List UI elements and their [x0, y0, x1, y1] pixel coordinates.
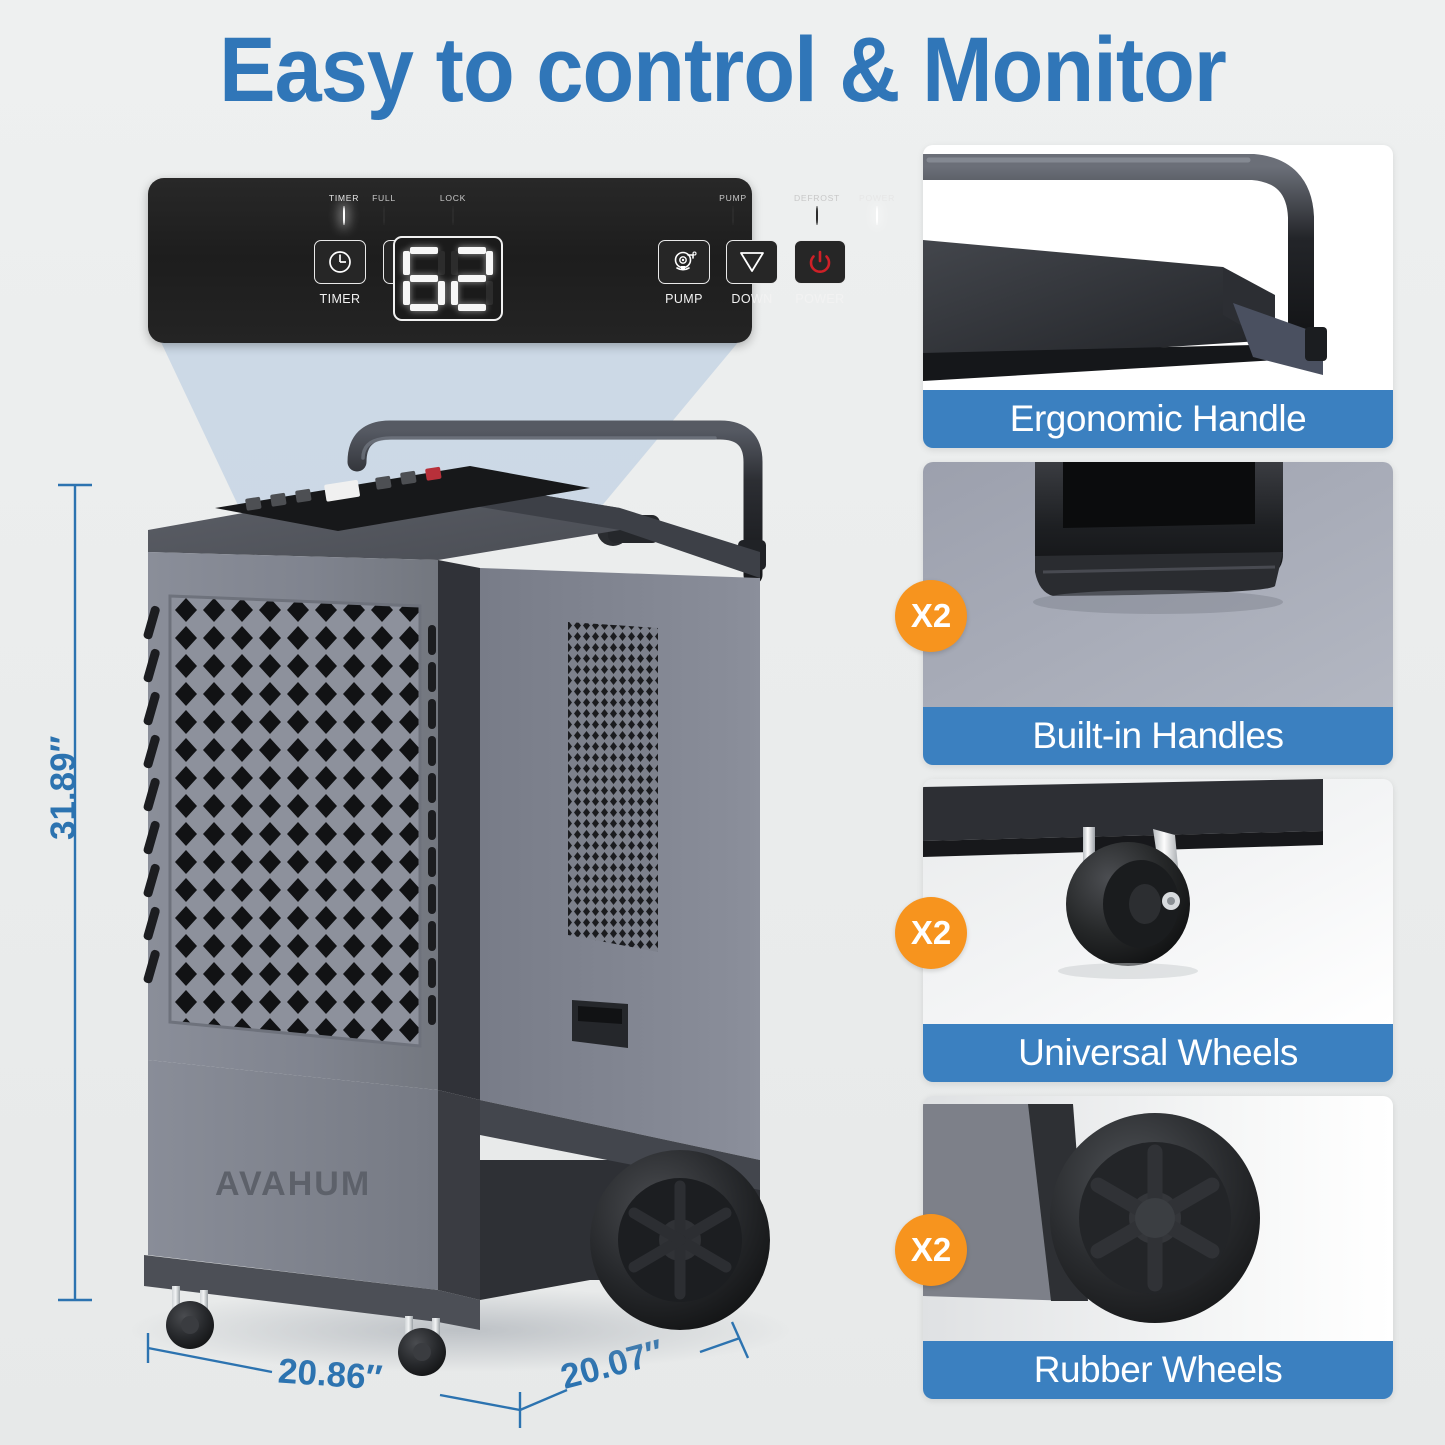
lower-front-edge — [438, 1090, 480, 1300]
handle-tube — [923, 154, 1314, 358]
feature-card-label: Built-in Handles — [923, 707, 1393, 765]
led-power: POWER — [845, 193, 909, 225]
feature-card-ergonomic-handle[interactable]: Ergonomic Handle — [923, 145, 1393, 448]
pump-button-box[interactable] — [658, 240, 710, 284]
dehumidifier-product-image: AVAHUM — [130, 420, 790, 1376]
lip-highlight — [1042, 565, 1276, 574]
down-button-box[interactable] — [726, 240, 778, 284]
led-lock: LOCK — [421, 193, 485, 225]
builtin-handle-image — [923, 462, 1393, 707]
led-dot — [876, 206, 878, 225]
down-button[interactable]: DOWN — [723, 240, 781, 306]
feature-card-label: Ergonomic Handle — [923, 390, 1393, 448]
machine-top-edge — [923, 345, 1278, 381]
caster-front-right — [398, 1316, 446, 1376]
led-dot — [732, 206, 734, 225]
clock-icon — [329, 251, 351, 273]
led-dot — [452, 206, 454, 225]
caster-hub-center — [1129, 884, 1161, 924]
builtin-handle-cavity — [578, 1006, 622, 1024]
display-digit-tens — [403, 246, 445, 311]
front-mesh-grille — [170, 596, 420, 1046]
side-vent-slots — [143, 605, 160, 984]
machine-body-sliver — [1233, 303, 1323, 375]
handle-highlight — [361, 436, 717, 460]
wheel-center-cap — [1135, 1198, 1175, 1238]
led-pump: PUMP — [701, 193, 765, 225]
led-indicator-row: TIMER FULL LOCK PUMP DEFROST POWER — [148, 193, 894, 235]
caster-front-left — [166, 1286, 214, 1349]
axle-bolt-center — [1167, 897, 1175, 905]
led-dot — [383, 206, 385, 225]
grille-frame — [168, 594, 422, 1048]
feature-card-builtin-handles[interactable]: X2 — [895, 462, 1393, 765]
led-dot — [343, 206, 345, 225]
led-timer: TIMER — [312, 193, 376, 225]
quantity-badge-x2: X2 — [895, 1214, 967, 1286]
feature-card-label: Rubber Wheels — [923, 1341, 1393, 1399]
control-panel: TIMER FULL LOCK PUMP DEFROST POWER — [148, 178, 894, 343]
front-edge-trim — [438, 560, 480, 1100]
feature-card-label: Universal Wheels — [923, 1024, 1393, 1082]
machine-top-surface — [923, 240, 1275, 363]
feature-card-universal-wheels[interactable]: X2 — [895, 779, 1393, 1082]
ergonomic-handle-image — [923, 145, 1393, 390]
rubber-wheel-image — [923, 1096, 1393, 1341]
lower-front-panel — [148, 1060, 438, 1290]
led-defrost: DEFROST — [785, 193, 849, 225]
page-title: Easy to control & Monitor — [219, 19, 1227, 121]
wheel-shadow — [1058, 963, 1198, 979]
display-digit-ones — [451, 246, 493, 311]
power-button-box[interactable] — [794, 240, 846, 284]
quantity-badge-x2: X2 — [895, 580, 967, 652]
led-full: FULL — [352, 193, 416, 225]
handle-shadow — [1033, 590, 1283, 614]
power-button[interactable]: POWER — [791, 240, 849, 306]
brand-logo: AVAHUM — [215, 1165, 371, 1203]
rear-rubber-wheel — [590, 1150, 770, 1330]
side-mesh-vent — [568, 622, 658, 952]
feature-card-rubber-wheels[interactable]: X2 — [895, 1096, 1393, 1399]
quantity-badge-x2: X2 — [895, 897, 967, 969]
caster-wheel-image — [923, 779, 1393, 1024]
handle-mount-bracket — [1305, 327, 1327, 361]
led-dot — [816, 206, 818, 225]
handle-cavity — [1063, 462, 1255, 528]
feature-card-list: Ergonomic Handle X2 — [895, 145, 1393, 1413]
handle-lower-lip — [1035, 552, 1283, 596]
right-vent-slots — [428, 625, 436, 1025]
pump-button[interactable]: PUMP — [655, 240, 713, 306]
humidity-display: 62 — [393, 236, 503, 321]
triangle-down-icon — [740, 252, 764, 272]
machine-underside-top — [923, 779, 1323, 841]
pump-icon — [674, 251, 697, 271]
base-plinth — [144, 1255, 480, 1330]
timer-button-box[interactable] — [314, 240, 366, 284]
power-icon — [809, 250, 831, 273]
timer-button[interactable]: TIMER — [311, 240, 369, 306]
